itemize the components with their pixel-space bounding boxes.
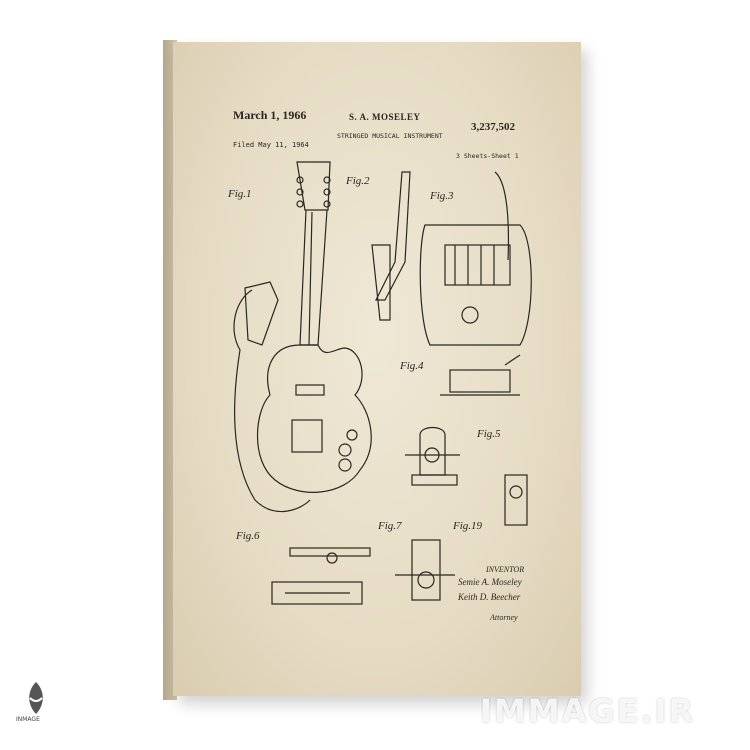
watermark-logo-icon [29,682,43,714]
fig19-drawing [504,474,528,526]
fig-label-4: Fig.4 [400,360,424,372]
fig3-drawing [419,224,532,346]
fig5-drawing [419,426,446,476]
patent-inventor: S. A. MOSELEY [349,112,421,122]
patent-print [173,42,581,696]
fig-label-2: Fig.2 [346,175,370,187]
fig4-drawing [449,369,511,393]
patent-number: 3,237,502 [471,121,515,133]
attorney-label: Attorney [490,613,518,622]
attorney-signature: Keith D. Beecher [458,592,521,602]
watermark-logo-text: INMAGE [16,716,40,723]
watermark-text: IMMAGE.IR [480,692,696,730]
patent-title: STRINGED MUSICAL INSTRUMENT [337,132,443,140]
fig2-drawing [375,171,411,301]
guitar-body [257,344,372,493]
fig-label-6: Fig.6 [236,530,260,542]
fig-label-3: Fig.3 [430,190,454,202]
fig-label-5: Fig.5 [477,428,501,440]
fig6-drawing [289,547,371,557]
guitar-headstock [296,161,331,211]
fig7-drawing [411,539,441,601]
fig-label-7: Fig.7 [378,520,402,532]
inventor-label: INVENTOR [486,565,525,574]
patent-date: March 1, 1966 [233,108,307,122]
fig-label-19: Fig.19 [453,520,483,532]
inventor-signature: Semie A. Moseley [458,577,522,587]
fig-label-1: Fig.1 [228,188,252,200]
guitar-strap [233,289,311,513]
patent-filed: Filed May 11, 1964 [233,141,309,149]
patent-sheets: 3 Sheets-Sheet 1 [456,152,519,160]
guitar-neck [299,209,328,346]
